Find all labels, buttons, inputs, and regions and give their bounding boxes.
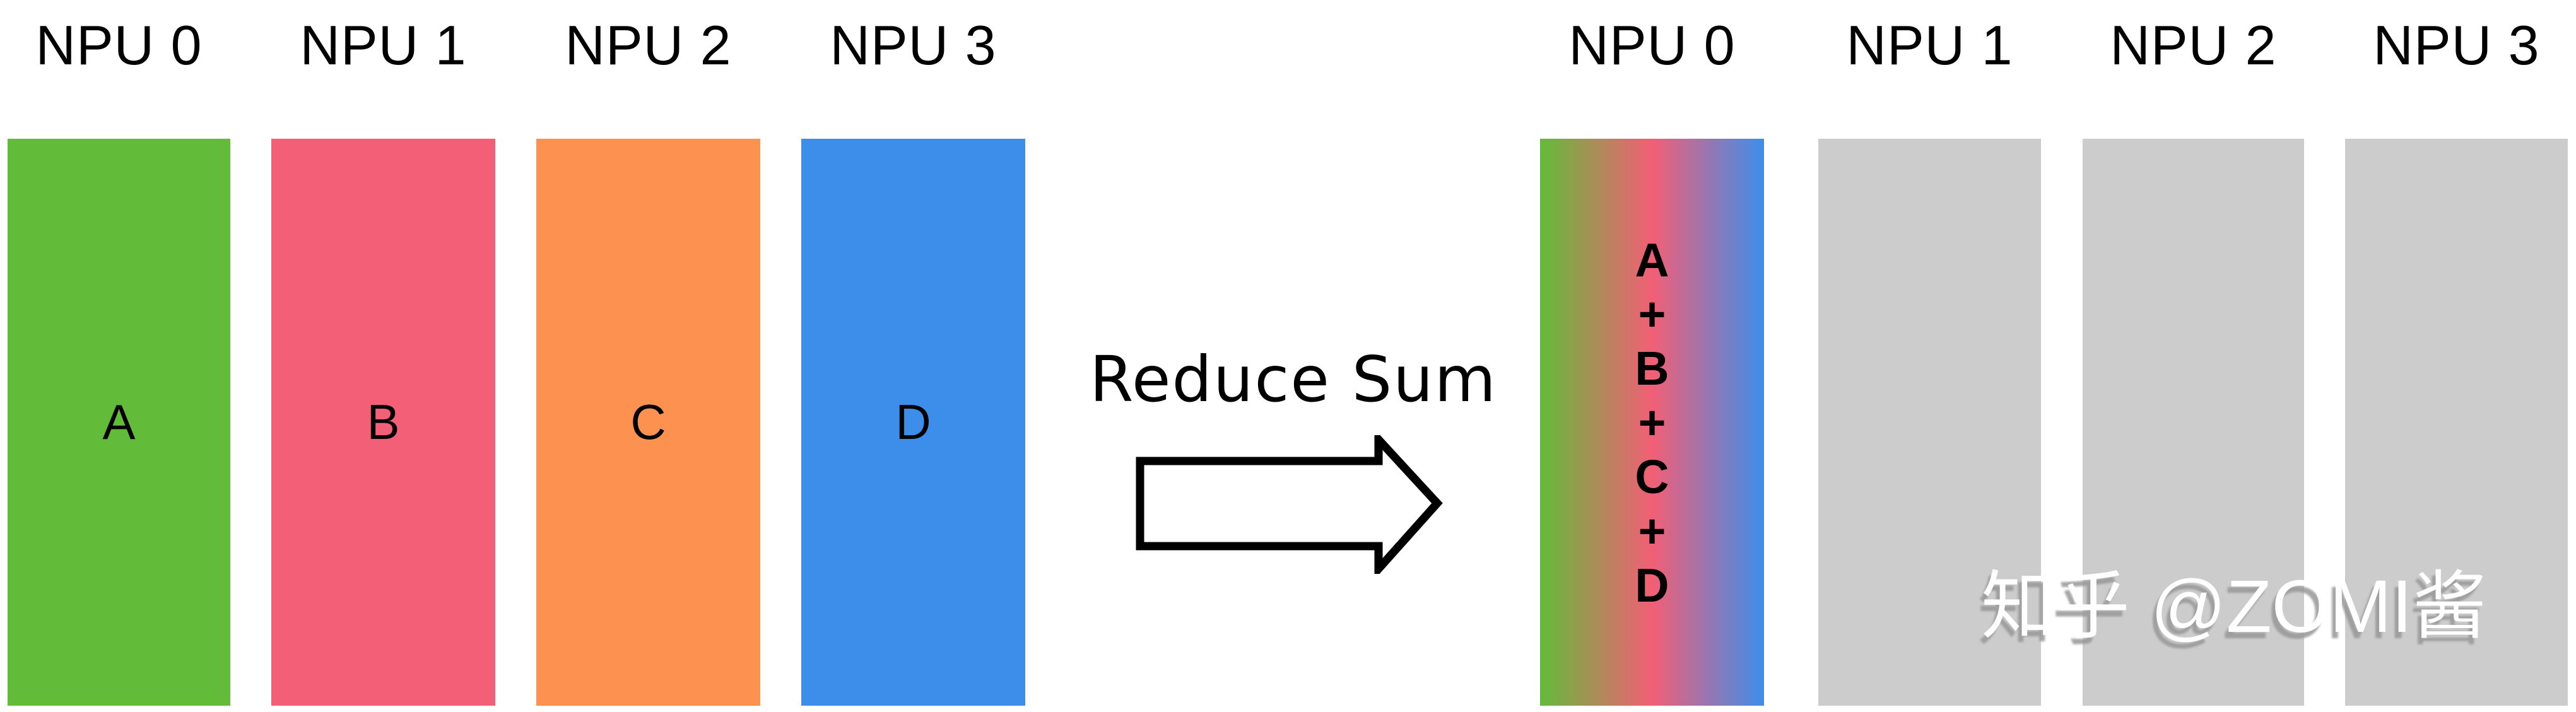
left-npu0-label: NPU 0 <box>35 14 203 76</box>
right-npu3-empty-block <box>2345 139 2568 706</box>
left-npu2-label: NPU 2 <box>565 14 732 76</box>
left-npu3-label: NPU 3 <box>830 14 997 76</box>
right-npu2-label: NPU 2 <box>2110 14 2277 76</box>
result-gradient-block: A + B + C + D <box>1540 139 1764 706</box>
watermark: 知乎 @ZOMI酱 <box>1981 565 2487 648</box>
right-npu0-label: NPU 0 <box>1568 14 1736 76</box>
left-npu2-data-block: C <box>536 139 760 706</box>
left-npu3-data-block: D <box>801 139 1025 706</box>
right-npu3-label: NPU 3 <box>2373 14 2540 76</box>
result-sum-text: A + B + C + D <box>1635 233 1669 612</box>
left-npu1-data-block: B <box>271 139 495 706</box>
block-letter-a: A <box>102 394 136 450</box>
right-npu1-label: NPU 1 <box>1846 14 2013 76</box>
left-npu0-data-block: A <box>8 139 230 706</box>
block-letter-c: C <box>630 394 666 450</box>
block-letter-d: D <box>895 394 931 450</box>
right-block-arrow-icon <box>1136 429 1445 580</box>
block-letter-b: B <box>367 394 400 450</box>
left-npu1-label: NPU 1 <box>300 14 467 76</box>
right-npu1-empty-block <box>1818 139 2041 706</box>
operation-label: Reduce Sum <box>1090 342 1497 416</box>
right-npu2-empty-block <box>2083 139 2304 706</box>
